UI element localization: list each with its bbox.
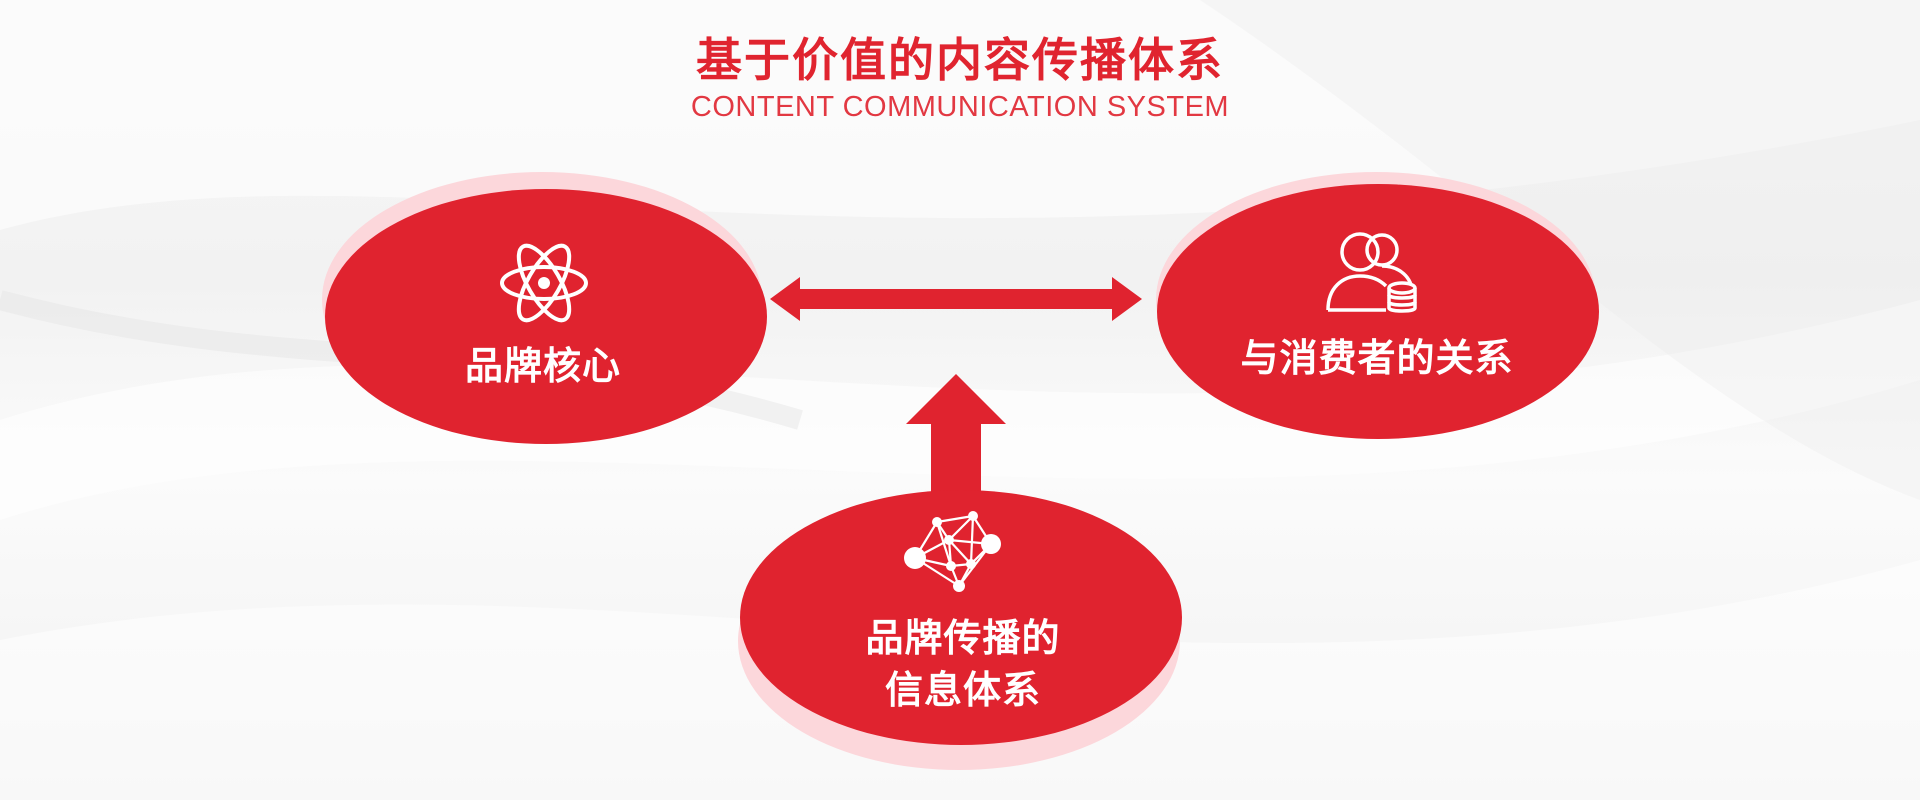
atom-icon <box>500 243 588 323</box>
double-arrow <box>770 277 1142 321</box>
node-consumer-relation: 与消费者的关系 <box>1152 172 1602 450</box>
node-label: 品牌核心 <box>464 344 621 388</box>
node-label-line: 品牌传播的 <box>865 616 1061 660</box>
node-disc <box>325 189 767 444</box>
node-brand-core: 品牌核心 <box>318 172 768 450</box>
node-disc <box>740 490 1182 745</box>
page-subtitle: CONTENT COMMUNICATION SYSTEM <box>690 91 1230 123</box>
node-label: 与消费者的关系 <box>1240 336 1514 380</box>
users-icon <box>1326 232 1417 313</box>
up-arrow <box>906 374 1006 504</box>
page-title: 基于价值的内容传播体系 <box>696 33 1224 87</box>
network-icon <box>904 511 1001 592</box>
title-block: 基于价值的内容传播体系 CONTENT COMMUNICATION SYSTEM <box>0 30 1920 124</box>
node-info-system: 品牌传播的 信息体系 <box>738 490 1188 770</box>
node-label-line: 信息体系 <box>884 668 1041 712</box>
node-label: 品牌传播的 信息体系 <box>738 612 1188 716</box>
